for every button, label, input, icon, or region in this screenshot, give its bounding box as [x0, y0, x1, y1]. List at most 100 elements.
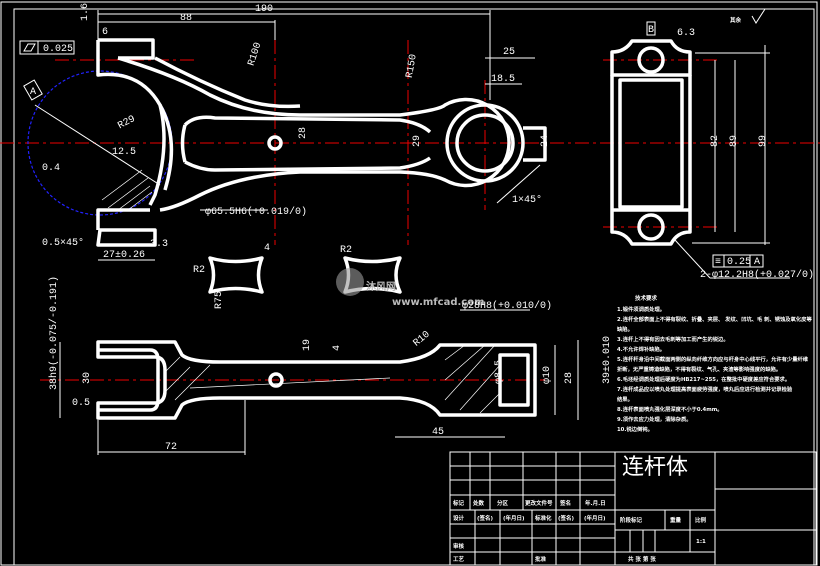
watermark-logo-icon [336, 268, 364, 296]
sheet-count: 共 张 第 张 [628, 555, 656, 563]
sec-r75: R75 [214, 291, 225, 309]
drawing-line [496, 164, 541, 204]
bore-65-5: φ65.5H6(+0.019/0) [205, 206, 307, 218]
dim-24: 24 [540, 135, 551, 147]
dim-82: 82 [710, 135, 721, 147]
chamfer-05x45: 0.5×45° [42, 237, 84, 249]
drawing-label: (签名) [477, 514, 494, 522]
drawing-label: (年月日) [503, 514, 525, 522]
drawing-label: 批准 [535, 555, 547, 563]
drawing-line [101, 169, 153, 211]
drawing-line [164, 344, 501, 414]
drawing-label: 6.毛坯经调质处理后硬度为HB217~255，在整批中硬度差应符合要求。 [617, 375, 790, 383]
drawing-label: 2.连杆全部表面上不得有裂纹、折叠、夹层、 发纹、凹坑、毛 刺、锈蚀及氧化皮等 [617, 315, 812, 323]
dim-45: 45 [432, 427, 444, 438]
dim-r29: R29 [116, 114, 137, 132]
drawing-label: 重量 [670, 516, 682, 524]
ra-top: 1.6 [80, 3, 91, 21]
drawing-line [267, 135, 283, 151]
drawing-line [445, 103, 525, 183]
dim-27: 27±0.26 [103, 250, 145, 261]
drawing-line [674, 239, 711, 279]
sec-d4: 4 [264, 243, 270, 254]
dim-88: 88 [180, 13, 192, 24]
chamfer-1x45: 1×45° [512, 194, 542, 206]
dim-99: 99 [758, 135, 769, 147]
drawing-label: (年月日) [584, 514, 606, 522]
drawing-label: 年.月.日 [585, 499, 606, 507]
dim-6: 6 [102, 27, 108, 38]
rod-top-view [27, 38, 547, 247]
inner-frame [13, 8, 815, 566]
watermark-logo: 沐风网 [366, 280, 396, 293]
drawing-label: 3.连杆上不得有因去毛刺等加工而产生的锐边。 [617, 335, 729, 343]
drawing-line [268, 372, 284, 388]
drawing-label: 标准化 [534, 514, 552, 522]
dim-r150: R150 [405, 53, 420, 79]
drawing-label: 1.锻件须调质处理。 [617, 305, 665, 313]
drawing-label: (签名) [558, 514, 575, 522]
drawing-line [117, 56, 511, 212]
drawing-line [637, 213, 665, 241]
dim-28b: 28 [564, 372, 575, 384]
drawing-label: 比例 [695, 516, 707, 524]
drawing-line [610, 39, 692, 77]
drawing-label: 折断，无严重铸造缺陷，不得有裂纹、气孔、夹渣等影响强度的缺陷。 [617, 365, 781, 373]
drawing-label: 设计 [453, 514, 465, 522]
dim-19: 19 [302, 339, 313, 351]
drawing-label: 8.连杆表面喷丸强化层深度不小于0.4mm。 [617, 405, 723, 413]
drawing-line [523, 126, 547, 162]
drawing-line [180, 115, 432, 172]
dim-25: 25 [503, 47, 515, 58]
dim-72: 72 [165, 442, 177, 453]
drawing-label: 处数 [472, 499, 485, 507]
datum-a: A [30, 87, 36, 98]
ra-rest-label: 其余 [730, 16, 742, 24]
drawing-label: 缺陷。 [617, 325, 633, 333]
drawing-line [158, 104, 174, 191]
drawing-label: 标记 [452, 499, 465, 507]
scale-value: 1:1 [696, 539, 706, 545]
end-view: B 82 89 99 其余 6.3 ≡ 0.25 A 2-φ12.2H8(+0.… [610, 8, 814, 281]
watermark-url: www.mfcad.com [392, 297, 485, 308]
ra-04: 0.4 [42, 163, 60, 174]
drawing-line [498, 353, 530, 407]
tolerance-frame [712, 254, 764, 268]
drawing-label: 4.不允许焊补缺陷。 [617, 345, 665, 353]
drawing-line [449, 451, 817, 566]
drawing-label: 阶段标记 [620, 516, 643, 524]
dim-r100: R100 [247, 41, 265, 67]
drawing-label: 7.连杆成品应以喷丸处理提高表面疲劳强度，喷丸后应进行检测并记录检验 [617, 385, 793, 393]
drawing-line [34, 104, 161, 186]
symmetry-icon: ≡ [715, 257, 721, 268]
dim-phi85: φ8.5 [494, 360, 505, 384]
dim-29: 29 [412, 135, 423, 147]
top-view-dimensions: 190 88 6 0.025 1.6 A R100 R150 R29 12.5 … [19, 3, 551, 261]
dim-4: 4 [332, 345, 343, 351]
drawing-line [98, 348, 160, 412]
drawing-line [455, 113, 515, 173]
dim-39: 39±0.010 [602, 336, 613, 384]
drawing-label: 工艺 [453, 555, 465, 563]
flatness-value: 0.025 [43, 44, 73, 55]
holes-spec: 2-φ12.2H8(+0.027/0) [700, 269, 814, 281]
requirements-heading: 技术要求 [635, 294, 658, 302]
dim-28: 28 [298, 127, 309, 139]
drawing-label: 5.连杆杆身沿中间截面两侧的纵向纤维方向应与杆身中心线平行，允许有少量纤维 [617, 355, 809, 363]
tolerance-datum: A [754, 257, 760, 268]
drawing-line [208, 256, 264, 294]
dim-3-3: 3.3 [150, 239, 168, 250]
drawing-label: 结果。 [617, 395, 633, 403]
dim-89: 89 [729, 135, 740, 147]
roughness-icon [751, 8, 766, 24]
drawing-label: 10.锐边倒钝。 [617, 425, 653, 433]
dim-190: 190 [255, 4, 273, 15]
flatness-icon [23, 43, 36, 52]
cross-sections: R2 R2 4 R75 [193, 243, 402, 309]
drawing-label: 审核 [453, 542, 465, 550]
drawing-label: 分区 [497, 499, 509, 507]
flatness-frame [19, 40, 75, 55]
rod-bottom-view [96, 340, 537, 420]
